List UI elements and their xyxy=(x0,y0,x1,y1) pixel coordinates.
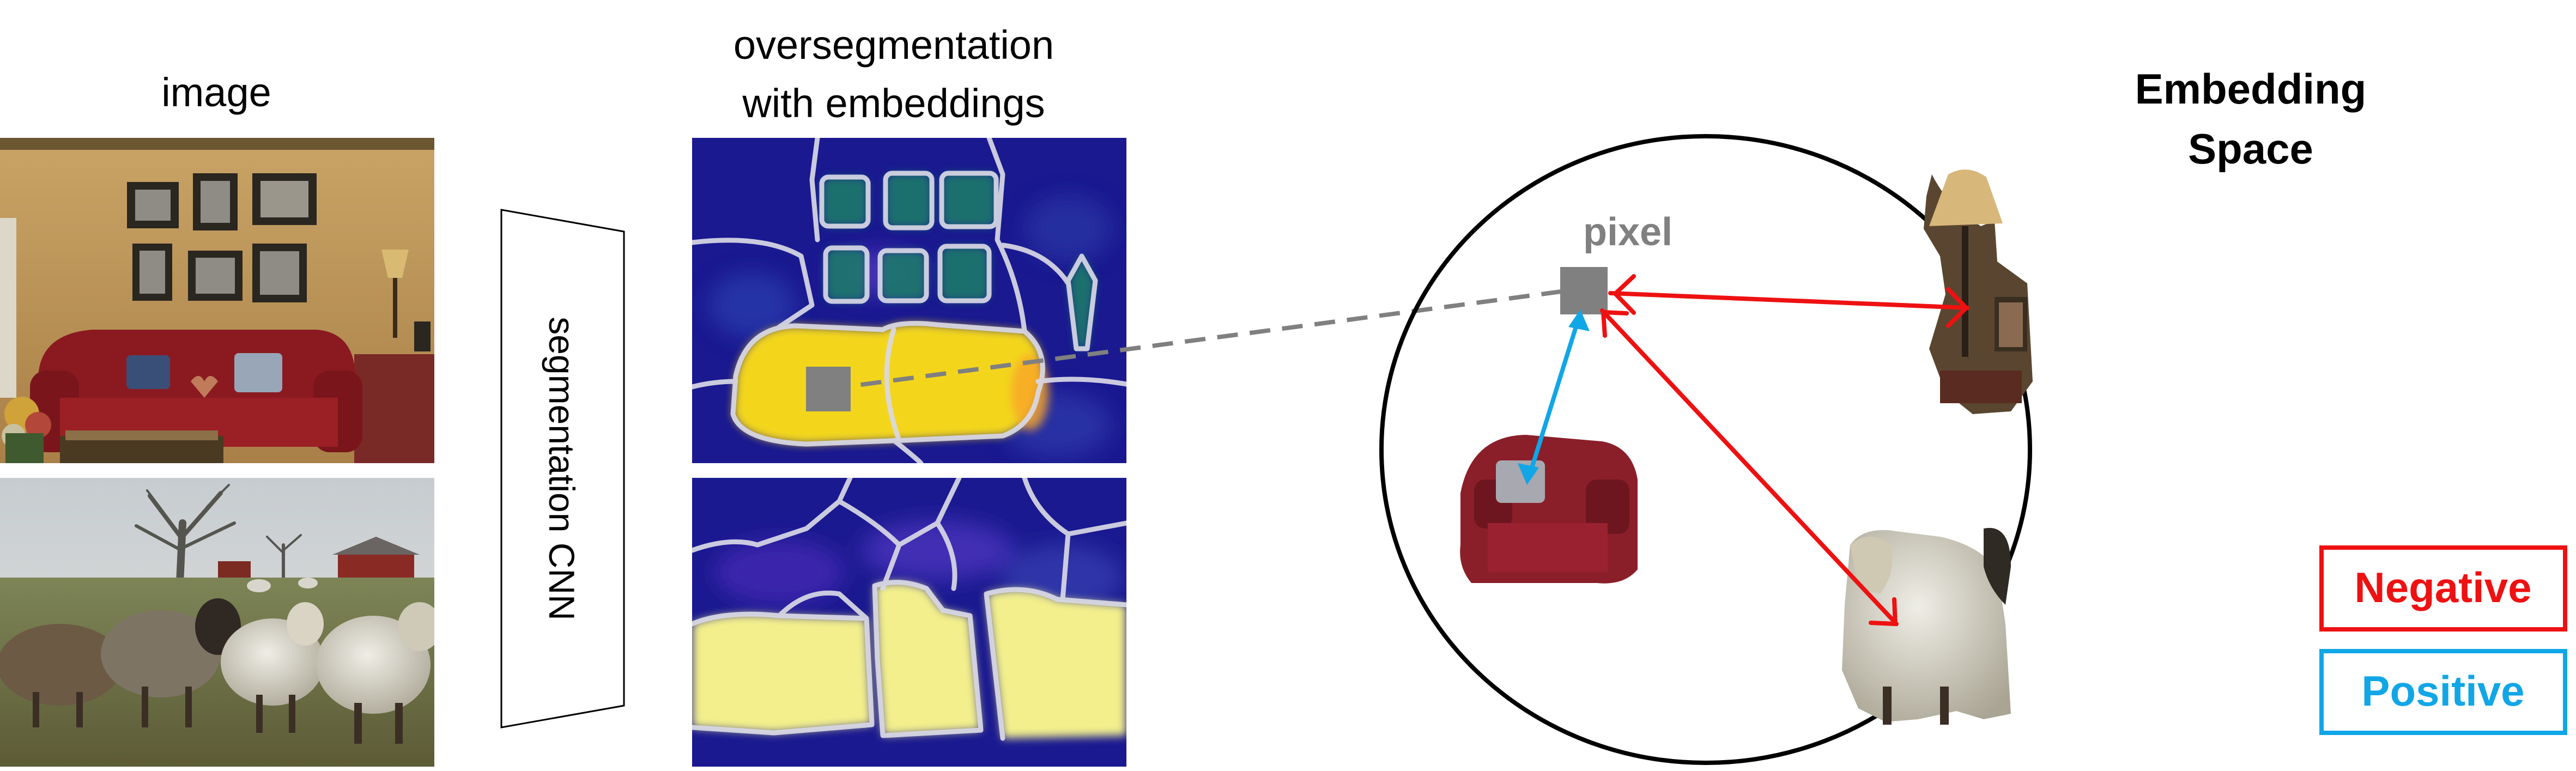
embedding-space-title-line2: Space xyxy=(2188,125,2313,173)
oversegmentation-living-room xyxy=(692,138,1126,463)
embedded-pixel-square xyxy=(1560,267,1608,314)
legend-negative: Negative xyxy=(2319,545,2567,632)
positive-link-to-chair xyxy=(1518,309,1590,485)
negative-link-to-lamp xyxy=(1608,274,1969,328)
cnn-label: segmentation CNN xyxy=(542,317,582,621)
embedding-space-title-line1: Embedding xyxy=(2135,65,2367,113)
negative-link-to-sheep xyxy=(1600,308,1899,627)
oversegmentation-sheep xyxy=(692,478,1126,767)
legend-negative-label: Negative xyxy=(2354,563,2531,611)
image-column-label: image xyxy=(161,70,271,115)
legend-positive: Positive xyxy=(2319,649,2567,735)
sheep-cutout-image xyxy=(1842,527,2011,725)
sheep-field-photo xyxy=(0,478,434,767)
embedding-space-ellipse xyxy=(1379,134,2032,765)
overseg-label-line1: oversegmentation xyxy=(734,22,1054,68)
sofa-chair-cutout-image xyxy=(1460,435,1638,584)
overseg-label-line2: with embeddings xyxy=(742,81,1045,126)
cnn-trapezoid xyxy=(500,209,625,728)
lamp-cutout-image xyxy=(1924,169,2033,414)
living-room-photo xyxy=(0,138,434,463)
pixel-label: pixel xyxy=(1583,210,1672,254)
pixel-to-embedding-dashed-line xyxy=(828,289,1562,391)
legend-positive-label: Positive xyxy=(2361,667,2524,715)
